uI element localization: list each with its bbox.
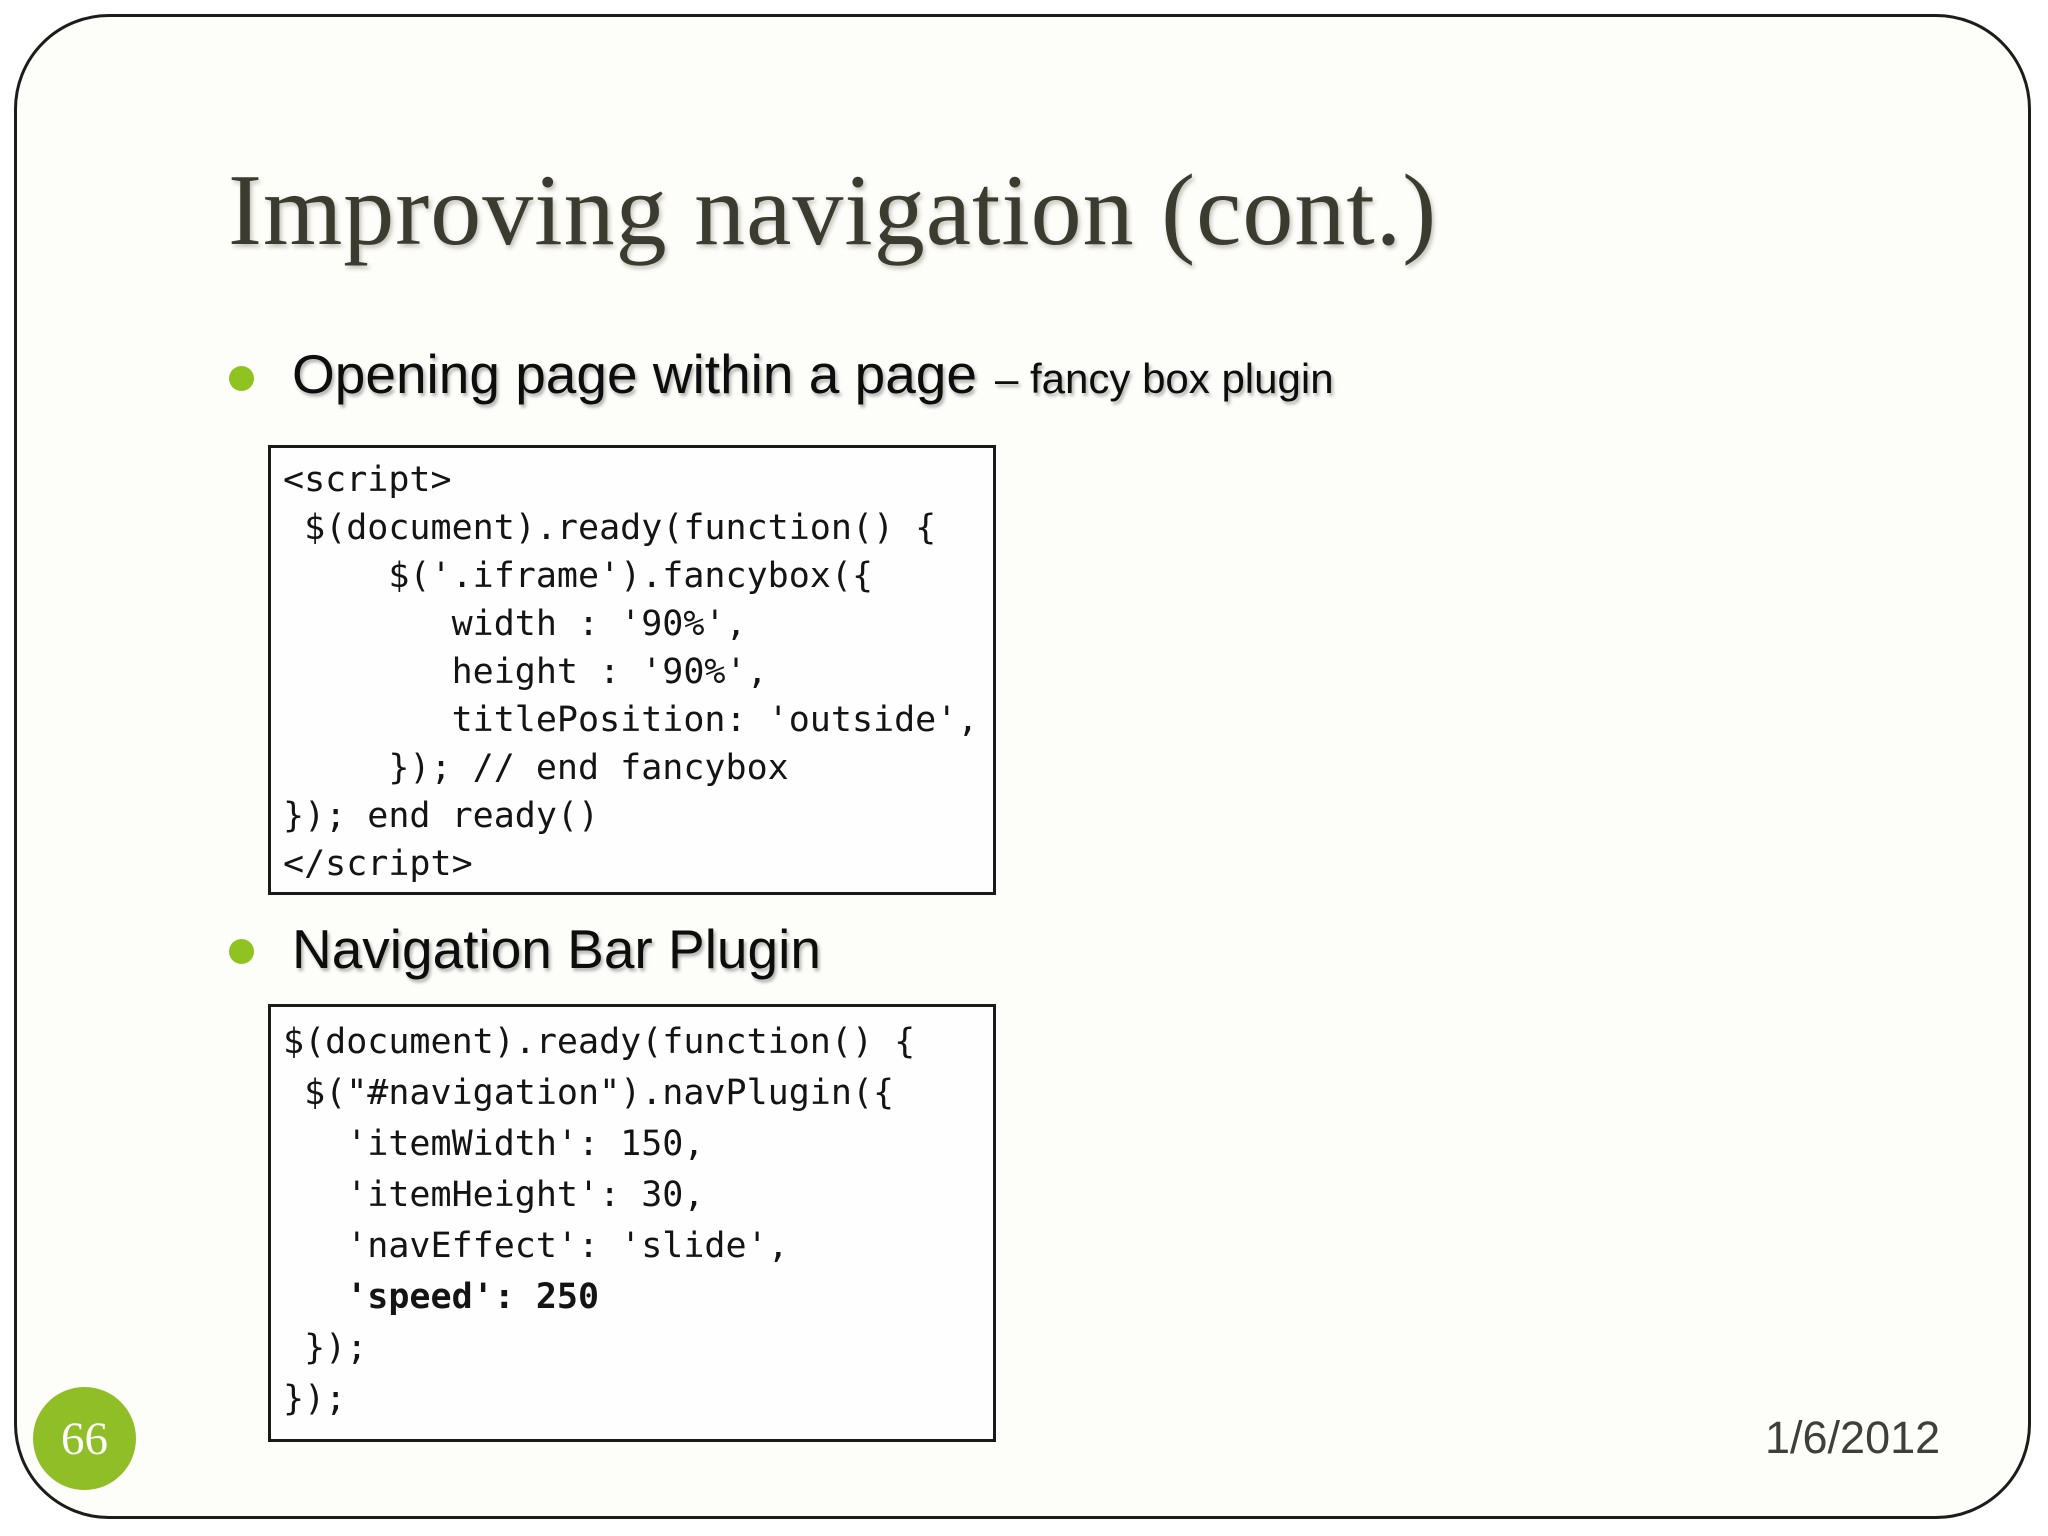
- code-line: <script>: [283, 460, 452, 500]
- slide-title: Improving navigation (cont.): [228, 154, 1438, 267]
- bullet-main-text: Opening page within a page: [292, 343, 977, 405]
- bullet-item-navbar: Navigation Bar Plugin: [292, 922, 821, 977]
- code-line: width : '90%',: [283, 604, 747, 644]
- code-line: $("#navigation").navPlugin({: [283, 1073, 895, 1113]
- page-number: 66: [61, 1412, 108, 1465]
- code-line: 'itemHeight': 30,: [283, 1175, 705, 1215]
- slide-date: 1/6/2012: [1765, 1412, 1941, 1463]
- bullet-icon: [229, 366, 254, 391]
- code-line: </script>: [283, 844, 473, 884]
- code-line: $(document).ready(function() {: [283, 1022, 916, 1062]
- code-line: height : '90%',: [283, 652, 768, 692]
- code-line: 'navEffect': 'slide',: [283, 1226, 789, 1266]
- code-block-fancybox: <script> $(document).ready(function() { …: [268, 445, 996, 895]
- bullet-item-fancybox: Opening page within a page– fancy box pl…: [292, 347, 1334, 402]
- bullet-icon: [229, 939, 254, 964]
- page-number-badge: 66: [33, 1387, 136, 1490]
- code-line: 'itemWidth': 150,: [283, 1124, 705, 1164]
- code-line: }); end ready(): [283, 796, 600, 836]
- code-line: 'speed': 250: [283, 1277, 600, 1317]
- bullet-sub-text: – fancy box plugin: [994, 355, 1334, 402]
- code-line: titlePosition: 'outside',: [283, 700, 979, 740]
- code-line: });: [283, 1328, 368, 1368]
- code-line: $('.iframe').fancybox({: [283, 556, 874, 596]
- code-line: });: [283, 1379, 347, 1419]
- code-line: }); // end fancybox: [283, 748, 789, 788]
- code-line: $(document).ready(function() {: [283, 508, 937, 548]
- bullet-main-text: Navigation Bar Plugin: [292, 918, 821, 980]
- code-block-navplugin: $(document).ready(function() { $("#navig…: [268, 1004, 996, 1442]
